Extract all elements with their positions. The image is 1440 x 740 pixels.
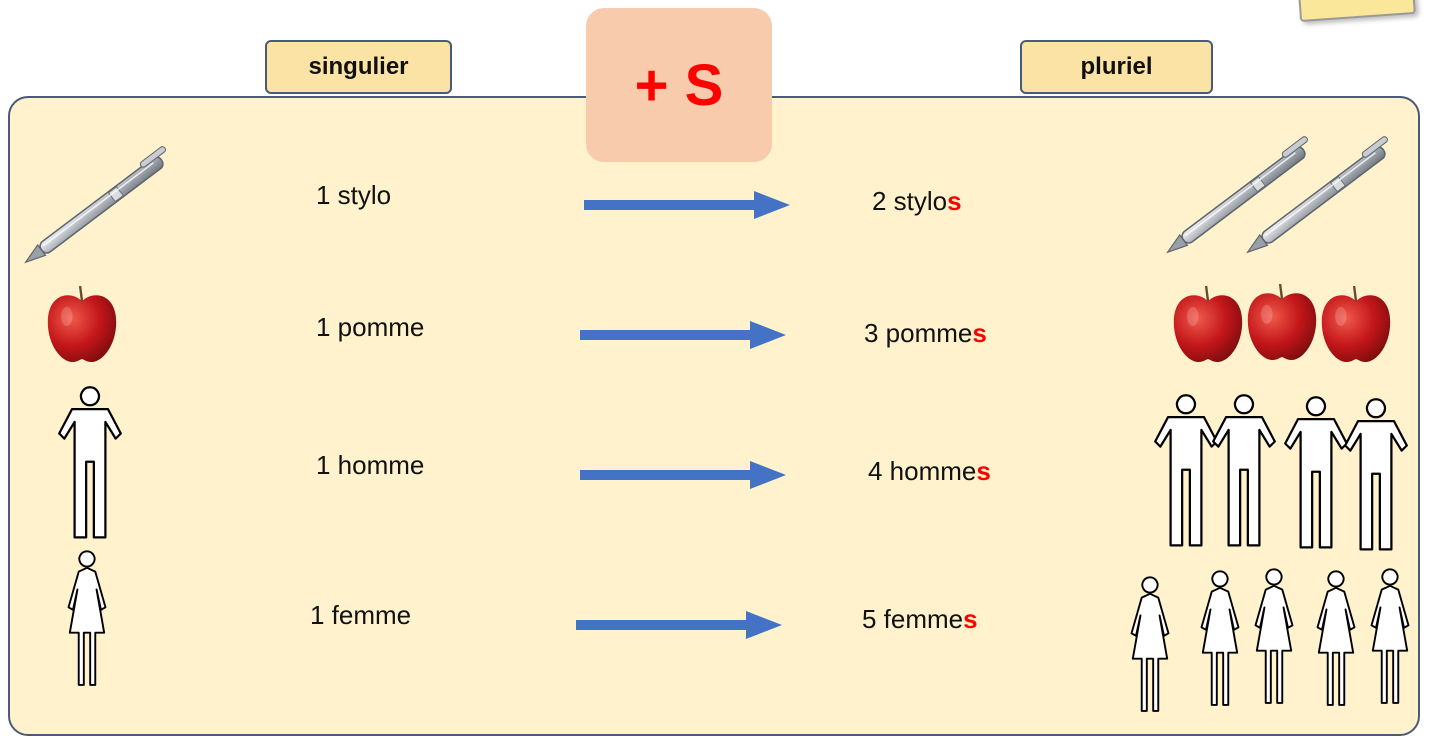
man-icon (1326, 398, 1426, 552)
apple-icon (1244, 282, 1320, 362)
plural-header: pluriel (1020, 40, 1213, 94)
woman-icon (1352, 568, 1428, 708)
woman-icon (52, 550, 122, 690)
woman-icon (1112, 576, 1188, 716)
arrow-3 (580, 461, 786, 489)
pen-icon (1240, 122, 1420, 262)
singular-word-4: 1 femme (310, 600, 412, 630)
arrow-1 (584, 191, 790, 219)
plural-word-1: 2 stylos (872, 186, 962, 216)
plural-ending-2: s (972, 318, 987, 348)
arrow-4 (576, 611, 782, 639)
pen-icon (18, 132, 198, 272)
plural-ending-4: s (963, 604, 978, 634)
apple-icon (44, 284, 120, 364)
singular-word-3: 1 homme (316, 450, 425, 480)
plural-word-3: 4 hommes (868, 456, 991, 486)
sticky-note-decoration (1296, 0, 1416, 22)
singular-word-1: 1 stylo (316, 180, 392, 210)
plus-s-rule: + S (586, 8, 772, 162)
singular-header: singulier (265, 40, 452, 94)
apple-icon (1318, 284, 1394, 364)
plural-ending-1: s (947, 186, 962, 216)
man-icon (40, 386, 140, 540)
plural-word-2: 3 pommes (864, 318, 987, 348)
arrow-2 (580, 321, 786, 349)
apple-icon (1170, 284, 1246, 364)
singular-word-2: 1 pomme (316, 312, 425, 342)
plural-ending-3: s (976, 456, 991, 486)
plural-word-4: 5 femmes (862, 604, 978, 634)
